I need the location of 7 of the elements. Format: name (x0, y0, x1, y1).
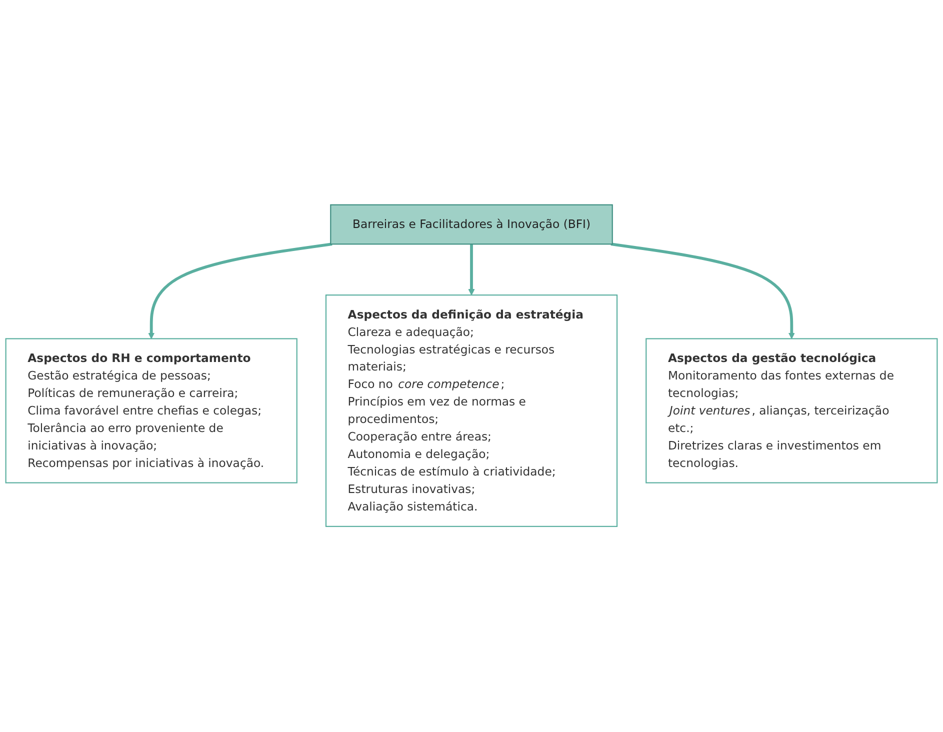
arrow (148, 243, 332, 340)
node-box: Aspectos da gestão tecnológica Monitoramento das fontes externas de tecnologias; Joint ventures, alianças, terceirização etc.; Diretrizes claras e investimentos em tecnologias. (646, 338, 938, 484)
arrow (610, 243, 795, 340)
arrow (468, 244, 475, 296)
node-box: Aspectos do RH e comportamento Gestão estratégica de pessoas; Políticas de remuneração e carreira; Clima favorável entre chefias e colegas; Tolerância ao erro proveniente de iniciativas à inovação; Recompensas por iniciativas à inovação. (5, 338, 298, 484)
node-box: Barreiras e Facilitadores à Inovação (BFI) (330, 204, 613, 246)
node-box: Aspectos da definição da estratégia Clareza e adequação; Tecnologias estratégicas e recursos materiais; Foco no core competence; Princípios em vez de normas e procedimentos; Cooperação entre áreas; Autonomia e delegação; Técnicas de estímulo à criatividade; Estruturas inovativas; Avaliação sistemática. (325, 294, 618, 528)
